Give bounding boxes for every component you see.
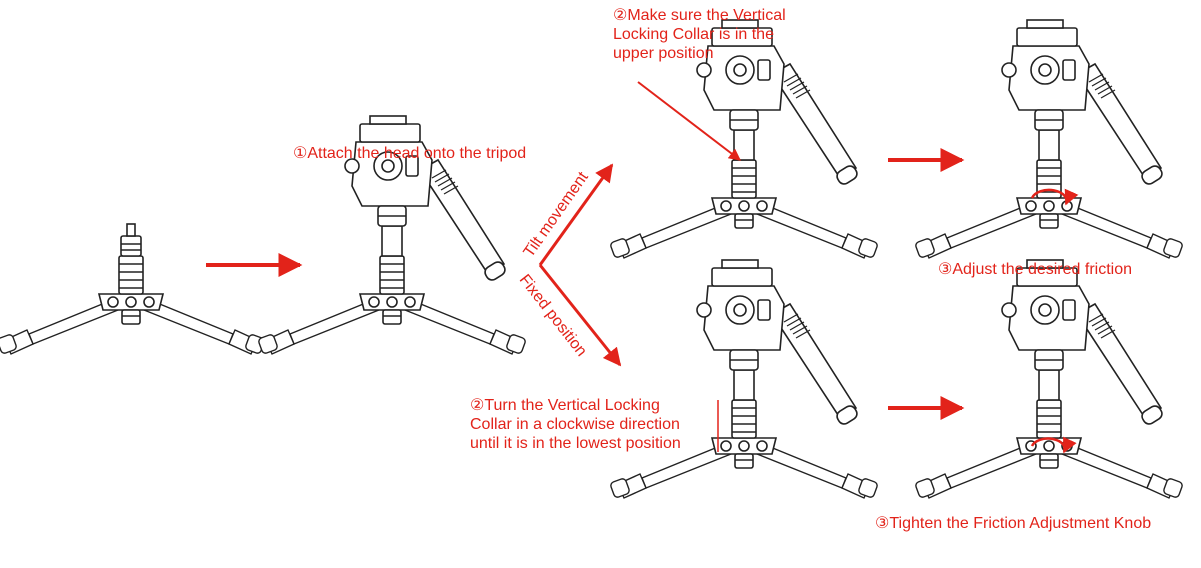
caption-adjust-friction: ③Adjust the desired friction <box>938 261 1132 278</box>
arrow-tilt-branch <box>538 163 614 266</box>
arrow-fixed-branch <box>538 264 622 367</box>
fixed-tighten-unit <box>915 260 1184 498</box>
rotation-arrow-icon <box>1030 436 1077 454</box>
fixed-collar-down-unit <box>610 260 879 498</box>
bare-tripod <box>0 223 267 356</box>
pointer-to-collar <box>637 81 741 161</box>
caption-tighten-knob: ③Tighten the Friction Adjustment Knob <box>875 515 1152 532</box>
caption-attach-head: ①Attach the head onto the tripod <box>293 145 527 162</box>
tilt-adjust-unit <box>915 20 1184 258</box>
rotation-arrow-icon <box>1030 188 1079 206</box>
caption-upper-collar: ②Make sure the Vertical Locking Collar i… <box>613 7 786 62</box>
caption-turn-collar: ②Turn the Vertical Locking Collar in a c… <box>470 397 681 452</box>
